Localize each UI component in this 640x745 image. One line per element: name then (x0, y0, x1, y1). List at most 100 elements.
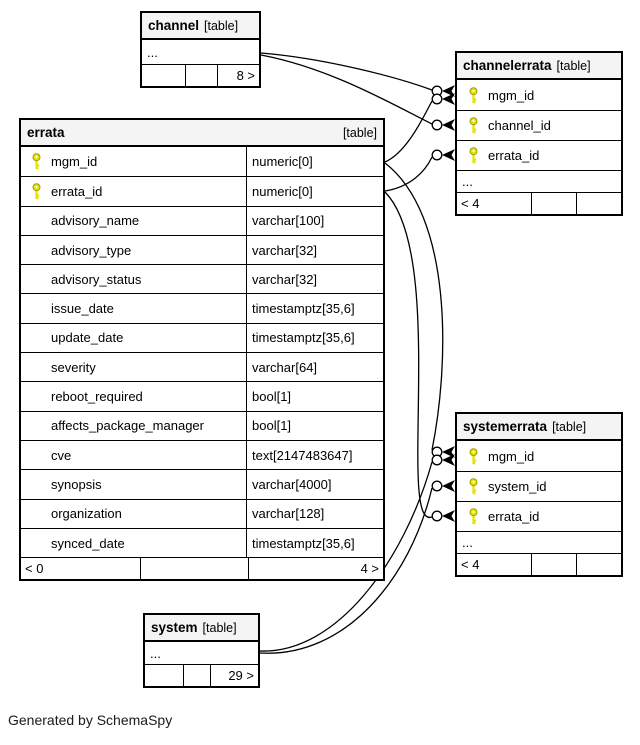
column-row-errata_id[interactable]: errata_id (457, 501, 621, 531)
zero-one-circle (431, 149, 443, 161)
primary-key-icon (469, 117, 478, 134)
footer-spacer (531, 554, 576, 575)
column-row-organization[interactable]: organization varchar[128] (21, 498, 383, 528)
column-row-errata_id[interactable]: errata_id numeric[0] (21, 176, 383, 206)
column-row-channel_id[interactable]: channel_id (457, 110, 621, 140)
column-name: synopsis (51, 476, 102, 492)
column-row-issue_date[interactable]: issue_date timestamptz[35,6] (21, 293, 383, 323)
crowfoot-arrow (442, 454, 455, 466)
column-row-synopsis[interactable]: synopsis varchar[4000] (21, 469, 383, 499)
collapsed-columns-indicator[interactable]: ... (457, 170, 621, 192)
primary-key-icon (32, 183, 41, 200)
table-footer: 29 > (145, 664, 258, 686)
column-row-advisory_name[interactable]: advisory_name varchar[100] (21, 205, 383, 235)
column-row-mgm_id[interactable]: mgm_id (457, 441, 621, 471)
table-footer: < 4 (457, 553, 621, 575)
column-row-errata_id[interactable]: errata_id (457, 140, 621, 170)
footer-child-count: 8 > (216, 65, 259, 86)
column-name: errata_id (488, 148, 540, 163)
column-name: errata_id (488, 509, 540, 524)
footer-spacer (140, 558, 248, 580)
collapsed-columns-indicator[interactable]: ... (150, 645, 161, 661)
column-name: severity (51, 359, 96, 375)
edge-channel-to-channelerrata-channel_id (260, 54, 433, 125)
column-name: cve (51, 447, 72, 463)
edge-errata-mgm_id-to-systemerrata-mgm_id (384, 162, 444, 451)
primary-key-icon-cell (468, 147, 486, 164)
column-name: mgm_id (488, 448, 535, 464)
table-header[interactable]: channel [table] (142, 13, 259, 40)
column-type: varchar[128] (246, 499, 383, 528)
primary-key-icon-cell (468, 86, 486, 104)
zero-one-circle (431, 119, 443, 131)
column-row-update_date[interactable]: update_date timestamptz[35,6] (21, 322, 383, 353)
column-type: numeric[0] (246, 177, 383, 206)
crowfoot-arrow (442, 149, 455, 161)
table-name: channel (148, 18, 200, 33)
crowfoot-arrow (442, 510, 455, 522)
footer-parent-count: < 4 (461, 196, 480, 211)
primary-key-icon (469, 508, 478, 525)
crowfoot-arrow (442, 93, 455, 105)
collapsed-columns-indicator[interactable]: ... (147, 44, 158, 60)
table-name: channelerrata (463, 58, 552, 73)
column-type: varchar[100] (246, 206, 383, 235)
table-type-tag: [table] (342, 125, 377, 140)
edge-errata-errata_id-to-channelerrata-errata_id (384, 156, 433, 192)
edge-errata-mgm_id-to-channelerrata-mgm_id (384, 100, 433, 163)
footer-parent-count: < 0 (25, 561, 44, 577)
table-channel[interactable]: channel [table] ... 8 > (140, 11, 261, 88)
primary-key-icon-cell (468, 447, 486, 465)
crowfoot-arrow (442, 446, 455, 458)
footer-spacer (182, 665, 211, 686)
column-type: varchar[32] (246, 265, 383, 294)
column-type: timestamptz[35,6] (246, 323, 383, 353)
footer-child-count: 4 > (248, 558, 383, 580)
primary-key-icon-cell (468, 117, 486, 134)
table-header[interactable]: systemerrata [table] (457, 414, 621, 441)
column-type: varchar[4000] (246, 470, 383, 499)
primary-key-icon (469, 147, 478, 164)
footer-child-count (576, 193, 621, 214)
column-name: channel_id (488, 118, 551, 133)
table-type-tag: [table] (552, 419, 587, 434)
table-type-tag: [table] (556, 58, 591, 73)
footer-child-count (576, 554, 621, 575)
primary-key-icon (469, 86, 478, 103)
column-name: update_date (51, 330, 124, 346)
column-name: issue_date (51, 301, 114, 317)
column-name: errata_id (51, 183, 103, 199)
column-type: numeric[0] (246, 147, 383, 177)
table-system[interactable]: system [table] ... 29 > (143, 613, 260, 688)
column-row-system_id[interactable]: system_id (457, 471, 621, 501)
column-list: mgm_id system_id errata_id (457, 441, 621, 531)
edge-errata-errata_id-to-systemerrata-errata_id (384, 191, 433, 518)
edge-system-to-systemerrata-mgm_id (259, 461, 433, 652)
zero-one-circle (431, 510, 443, 522)
column-row-mgm_id[interactable]: mgm_id (457, 80, 621, 110)
edge-system-to-systemerrata-system_id (259, 487, 433, 654)
column-name: advisory_name (51, 213, 140, 229)
table-header[interactable]: system [table] (145, 615, 258, 642)
collapsed-columns-indicator[interactable]: ... (457, 531, 621, 553)
zero-one-circle (431, 454, 443, 466)
column-name: organization (51, 506, 122, 522)
column-type: timestamptz[35,6] (246, 294, 383, 323)
table-header[interactable]: channelerrata [table] (457, 53, 621, 80)
table-name: system (151, 620, 198, 635)
table-header[interactable]: errata [table] (21, 120, 383, 147)
column-type: timestamptz[35,6] (246, 528, 383, 558)
primary-key-icon (32, 153, 41, 170)
footer-parent-count: < 4 (461, 557, 480, 572)
